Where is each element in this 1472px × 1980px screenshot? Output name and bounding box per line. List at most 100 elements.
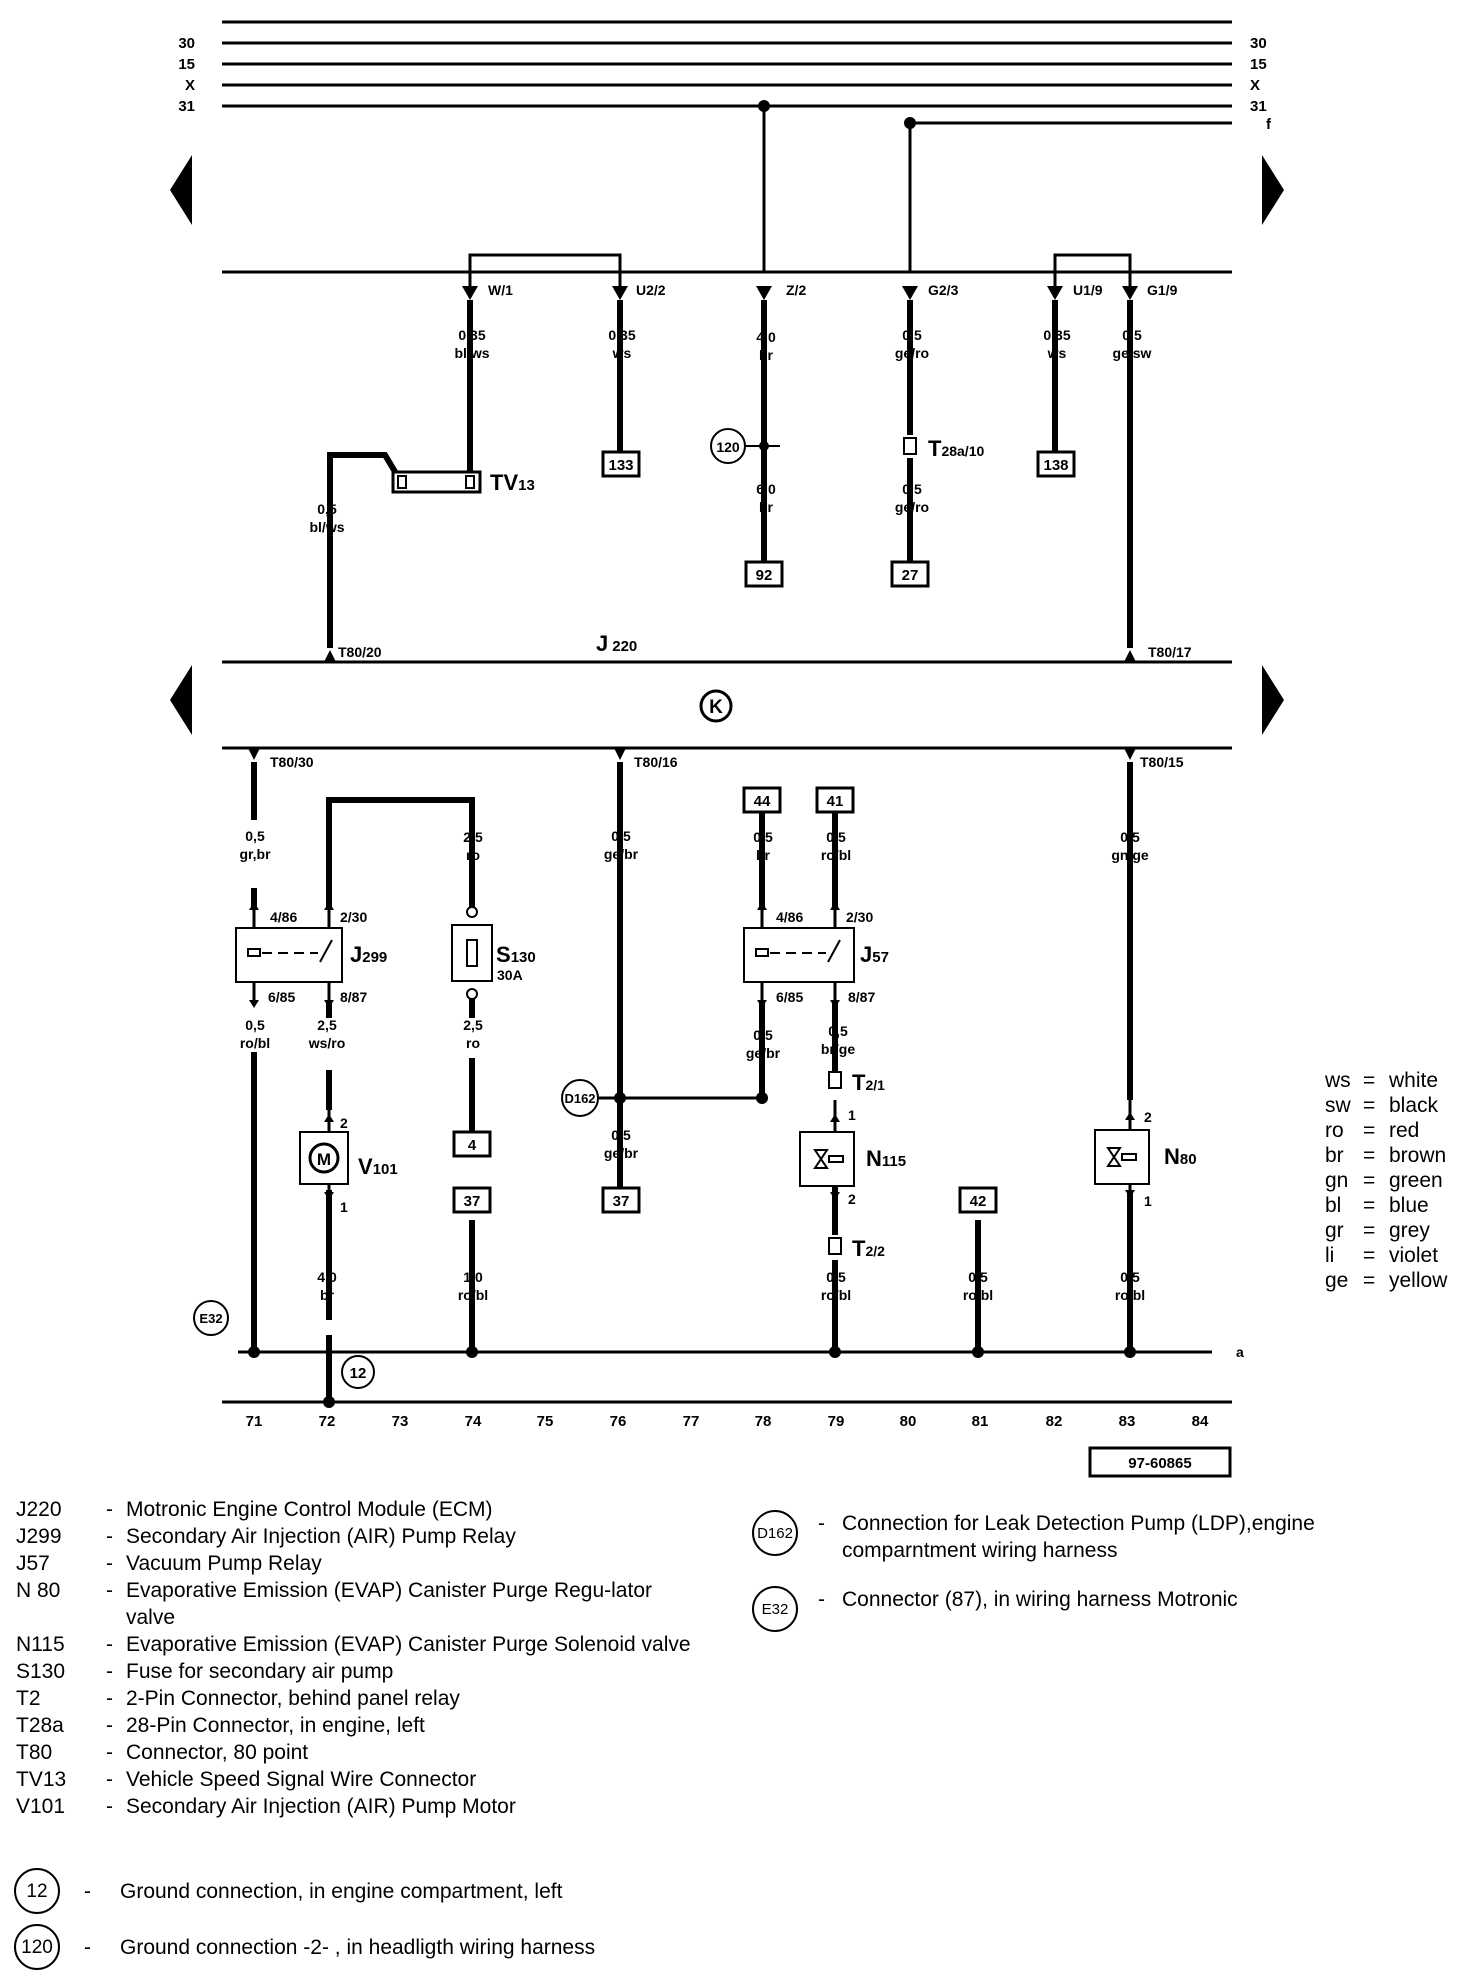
wire-color: ws xyxy=(612,345,632,361)
wire-color: br xyxy=(759,347,774,363)
legend-desc: Secondary Air Injection (AIR) Pump Motor xyxy=(126,1795,516,1818)
component-legend: J220-Motronic Engine Control Module (ECM… xyxy=(16,1496,716,1820)
bus-label-30-right: 30 xyxy=(1250,35,1267,52)
ecm-k-symbol xyxy=(699,689,733,723)
color-code: sw xyxy=(1325,1094,1351,1117)
n80-label: N80 xyxy=(1164,1144,1197,1169)
wire-color: ws xyxy=(1047,345,1067,361)
legend-row: N115-Evaporative Emission (EVAP) Caniste… xyxy=(16,1631,716,1658)
ref-box-92: 92 xyxy=(756,567,773,584)
ref-box-44: 44 xyxy=(754,793,771,810)
legend-code: J57 xyxy=(16,1552,50,1575)
connector-z2: Z/2 xyxy=(786,282,806,298)
color-code-row: ws=white xyxy=(1325,1069,1439,1092)
connector-arrows xyxy=(462,286,1138,300)
legend-code: N 80 xyxy=(16,1579,61,1602)
ref-box-42: 42 xyxy=(970,1193,987,1210)
color-code-row: br=brown xyxy=(1325,1144,1447,1167)
legend-code: V101 xyxy=(16,1795,66,1818)
col-78: 78 xyxy=(755,1413,772,1430)
ref-box-41: 41 xyxy=(827,793,844,810)
ground-desc: Ground connection -2- , in headligth wir… xyxy=(120,1935,596,1959)
color-code: ge xyxy=(1325,1269,1349,1292)
legend-row: T2-2-Pin Connector, behind panel relay xyxy=(16,1685,716,1712)
ecm-k-label: K xyxy=(709,697,723,718)
lower-wires xyxy=(251,762,1133,1402)
color-code: li xyxy=(1325,1244,1335,1267)
col-80: 80 xyxy=(900,1413,917,1430)
junction-dot xyxy=(759,441,769,451)
n80-pin-1: 1 xyxy=(1144,1193,1152,1209)
legend-code: S130 xyxy=(16,1660,66,1683)
wire-size: 0,5 xyxy=(611,1127,631,1143)
color-code: gn xyxy=(1325,1169,1349,1192)
connector-bracket xyxy=(1053,253,1132,286)
j299-pin-230: 2/30 xyxy=(340,909,367,925)
legend-desc: Secondary Air Injection (AIR) Pump Relay xyxy=(126,1525,516,1548)
bus-drops xyxy=(762,106,912,272)
bus-label-f-right: f xyxy=(1266,116,1272,133)
ground-legend: 12-Ground connection, in engine compartm… xyxy=(14,1868,734,1980)
connection-desc: Connector (87), in wiring harness Motron… xyxy=(842,1588,1238,1611)
legend-desc: Evaporative Emission (EVAP) Canister Pur… xyxy=(126,1633,691,1656)
continue-left-arrow xyxy=(170,155,192,225)
wire-color: ro/bl xyxy=(240,1035,270,1051)
t2-2-label: T2/2 xyxy=(852,1236,885,1261)
legend-row: S130-Fuse for secondary air pump xyxy=(16,1658,716,1685)
lower-wire-labels: 0,5 gr,br 0,5 ro/bl 2,5 ws/ro 4,0 br 2,5… xyxy=(239,828,1148,1303)
connector-g19: G1/9 xyxy=(1147,282,1178,298)
wire-color: ro/bl xyxy=(821,1287,851,1303)
legend-desc: Vacuum Pump Relay xyxy=(126,1552,322,1575)
legend-desc: Motronic Engine Control Module (ECM) xyxy=(126,1498,493,1521)
wire-color: ro/bl xyxy=(458,1287,488,1303)
wire-size: 6,0 xyxy=(756,481,776,497)
ground-symbol: 120 xyxy=(14,1924,60,1970)
color-code: br xyxy=(1325,1144,1344,1167)
wire-size: 0,5 xyxy=(245,828,265,844)
wire-size: 0,5 xyxy=(902,481,922,497)
n115-valve xyxy=(799,1131,855,1187)
power-bus xyxy=(222,20,1232,125)
wire-size: 0,35 xyxy=(458,327,485,343)
legend-row: T80-Connector, 80 point xyxy=(16,1739,716,1766)
junction-dot xyxy=(904,117,916,129)
legend-row: J299-Secondary Air Injection (AIR) Pump … xyxy=(16,1523,716,1550)
ref-box-138: 138 xyxy=(1043,457,1068,474)
continue-left-arrow-2 xyxy=(170,665,192,735)
ref-box-27: 27 xyxy=(902,567,919,584)
junction-dot xyxy=(756,1092,768,1104)
pin-t80-30: T80/30 xyxy=(270,754,314,770)
wire-size: 1,0 xyxy=(463,1269,483,1285)
pin-t80-16: T80/16 xyxy=(634,754,678,770)
wire-color: ro xyxy=(466,1035,480,1051)
wire-color: bl/ws xyxy=(309,519,344,535)
ground-legend-row: 12-Ground connection, in engine compartm… xyxy=(14,1868,734,1914)
wire-size: 0,35 xyxy=(608,327,635,343)
s130-label: S130 xyxy=(496,942,536,967)
e32-connector xyxy=(193,1300,229,1336)
j57-pin-486: 4/86 xyxy=(776,909,803,925)
v101-motor xyxy=(299,1131,349,1185)
color-name: white xyxy=(1389,1069,1439,1092)
s130-fuse xyxy=(451,924,493,982)
wire-size: 0,5 xyxy=(826,1269,846,1285)
v101-pin-2: 2 xyxy=(340,1115,348,1131)
j299-pin-486: 4/86 xyxy=(270,909,297,925)
legend-desc: 2-Pin Connector, behind panel relay xyxy=(126,1687,460,1710)
legend-row: TV13-Vehicle Speed Signal Wire Connector xyxy=(16,1766,716,1793)
n80-pin-2: 2 xyxy=(1144,1109,1152,1125)
color-code: ws xyxy=(1325,1069,1351,1092)
legend-code: T2 xyxy=(16,1687,41,1710)
color-code-row: ge=yellow xyxy=(1325,1269,1448,1292)
color-name: yellow xyxy=(1389,1269,1448,1292)
t2-1-connector xyxy=(828,1071,842,1089)
j57-label: J57 xyxy=(860,942,889,967)
color-code: bl xyxy=(1325,1194,1342,1217)
wire-size: 0,5 xyxy=(968,1269,988,1285)
wire-color: ge/ro xyxy=(895,345,929,361)
continue-right-arrow-2 xyxy=(1262,665,1284,735)
v101-label: V101 xyxy=(358,1154,398,1179)
upper-wires xyxy=(327,300,1133,648)
